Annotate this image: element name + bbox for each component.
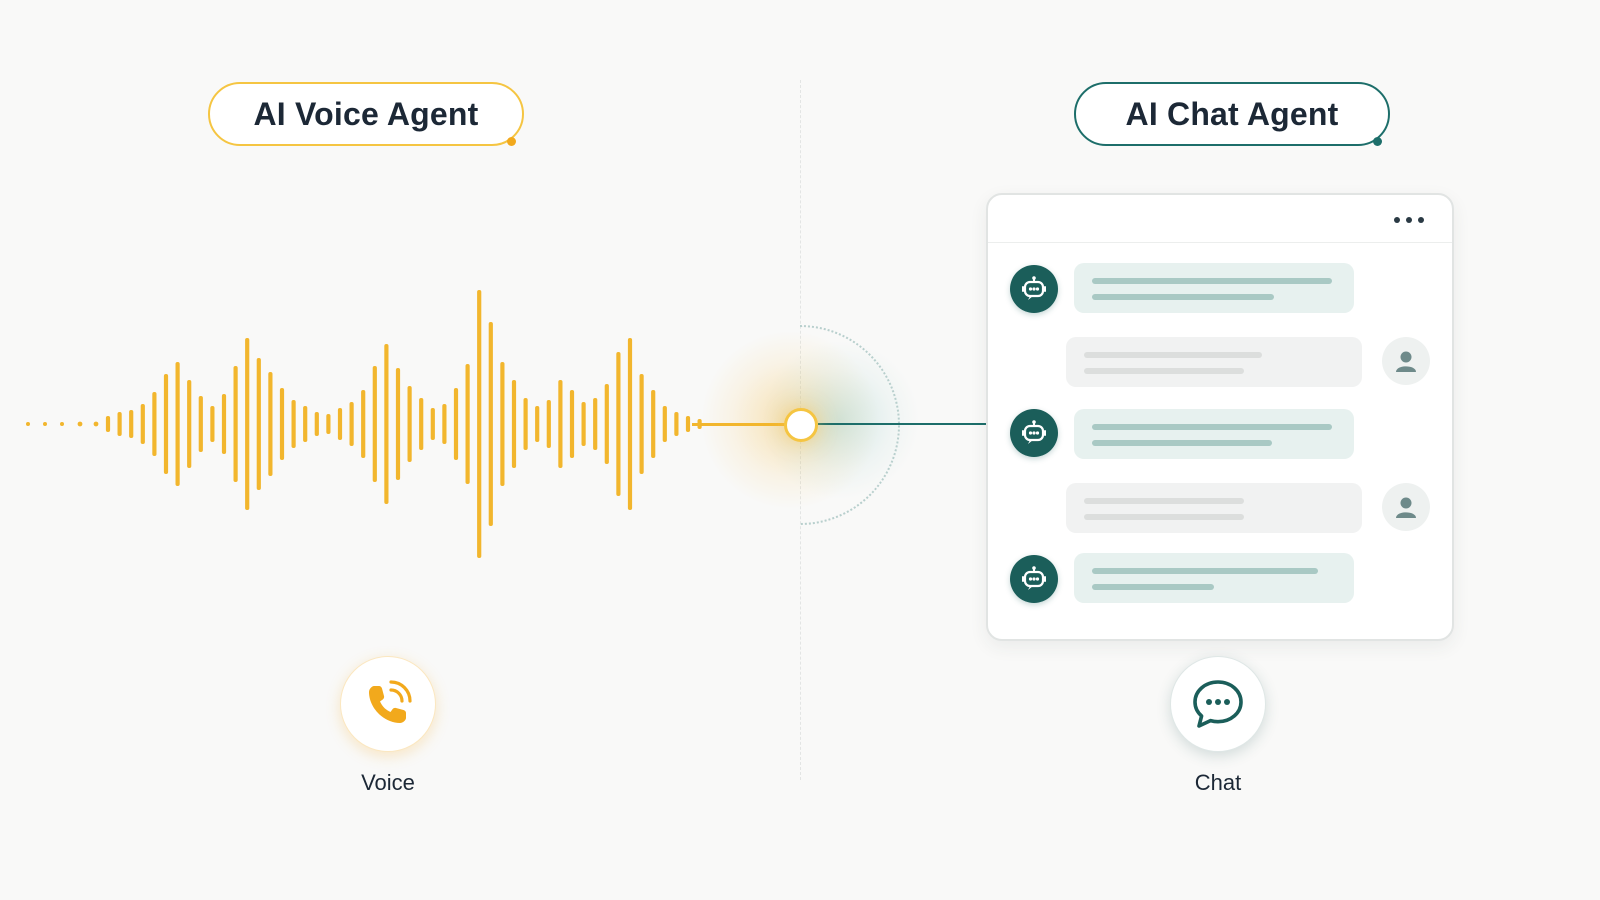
wave-bar — [500, 362, 505, 486]
wave-bar — [337, 408, 343, 440]
wave-bar — [651, 390, 656, 458]
chat-window — [986, 193, 1454, 641]
more-dots-icon[interactable] — [1394, 217, 1424, 223]
voice-channel-button[interactable] — [340, 656, 436, 752]
robot-icon — [1010, 555, 1058, 603]
wave-bar — [245, 338, 250, 510]
wave-bar — [291, 400, 296, 448]
chat-window-header — [988, 195, 1452, 243]
wave-bar — [314, 412, 319, 436]
wave-bar — [430, 408, 435, 440]
wave-bar — [187, 380, 192, 468]
wave-bar — [639, 374, 644, 474]
phone-icon — [369, 680, 412, 723]
wave-dot — [43, 422, 47, 426]
wave-bar — [442, 404, 447, 444]
wave-bar — [662, 406, 667, 442]
voice-agent-title: AI Voice Agent — [208, 82, 524, 146]
wave-bar — [326, 414, 331, 434]
wave-bar — [129, 410, 134, 438]
bot-message-bubble — [1074, 553, 1354, 603]
wave-bar — [465, 364, 470, 484]
wave-bar — [395, 368, 401, 480]
voice-title-dot — [507, 137, 516, 146]
bot-message-bubble — [1074, 263, 1354, 313]
wave-dot — [60, 422, 64, 426]
chat-connector — [818, 423, 988, 425]
user-icon — [1382, 337, 1430, 385]
wave-bar — [349, 402, 354, 446]
wave-bar — [511, 380, 517, 468]
wave-dot — [93, 421, 99, 427]
wave-bar — [117, 412, 122, 436]
wave-bar — [221, 394, 227, 454]
voice-agent-title-text: AI Voice Agent — [253, 95, 479, 132]
chat-title-dot — [1373, 137, 1382, 146]
chat-agent-title-text: AI Chat Agent — [1125, 95, 1339, 132]
wave-bar — [604, 384, 609, 464]
wave-bar — [697, 419, 702, 429]
wave-bar — [581, 402, 586, 446]
wave-bar — [616, 352, 621, 496]
wave-bar — [523, 398, 528, 450]
wave-bar — [535, 406, 540, 442]
wave-bar — [279, 388, 285, 460]
wave-bar — [685, 416, 691, 432]
wave-bar — [163, 374, 169, 474]
wave-bar — [593, 398, 598, 450]
wave-bar — [674, 412, 679, 436]
chat-agent-title: AI Chat Agent — [1074, 82, 1390, 146]
chat-channel-label: Chat — [1194, 770, 1242, 795]
wave-bar — [303, 406, 308, 442]
wave-bar — [210, 406, 215, 442]
wave-bar — [384, 344, 389, 504]
wave-bar — [268, 372, 273, 476]
wave-bar — [627, 338, 633, 510]
robot-icon — [1010, 409, 1058, 457]
wave-bar — [256, 358, 261, 490]
wave-bar — [175, 362, 180, 486]
wave-bar — [140, 404, 145, 444]
robot-icon — [1010, 265, 1058, 313]
wave-bar — [569, 390, 575, 458]
wave-bar — [372, 366, 377, 482]
user-message-bubble — [1066, 337, 1362, 387]
user-message-bubble — [1066, 483, 1362, 533]
wave-bar — [558, 380, 563, 468]
connector-hub — [784, 408, 818, 442]
user-icon — [1382, 483, 1430, 531]
wave-bar — [453, 388, 459, 460]
wave-bar — [419, 398, 424, 450]
wave-bar — [546, 400, 551, 448]
wave-bar — [105, 416, 111, 432]
chat-channel-button[interactable] — [1170, 656, 1266, 752]
wave-bar — [488, 322, 493, 526]
bot-message-bubble — [1074, 409, 1354, 459]
chat-bubble-icon — [1193, 680, 1243, 728]
wave-bar — [477, 290, 482, 558]
wave-bar — [198, 396, 203, 452]
wave-bar — [152, 392, 157, 456]
voice-channel-label: Voice — [361, 770, 415, 795]
voice-connector — [692, 423, 786, 426]
wave-bar — [233, 366, 238, 482]
wave-dot — [26, 422, 30, 426]
wave-bar — [407, 386, 412, 462]
wave-dot — [77, 421, 83, 427]
wave-bar — [361, 390, 366, 458]
